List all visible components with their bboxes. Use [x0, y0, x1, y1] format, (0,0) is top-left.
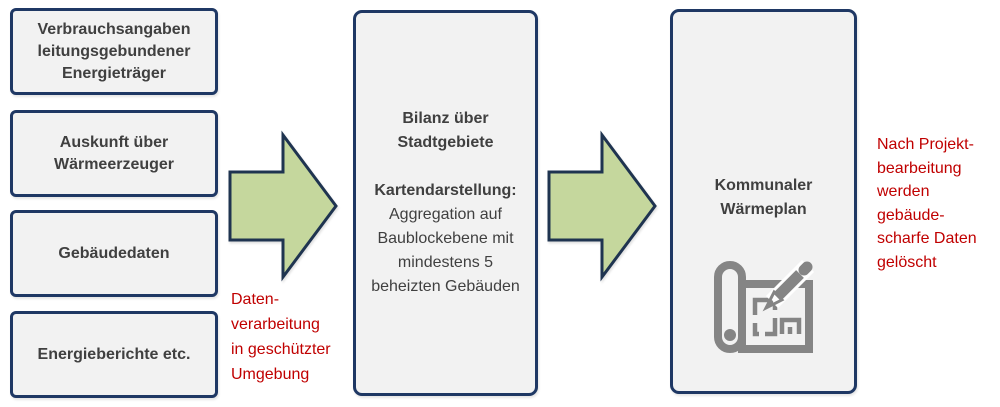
blueprint-pencil-icon [713, 260, 814, 353]
input-box-label: Energieberichte etc. [37, 345, 191, 363]
input-box-label: Verbrauchsangaben leitungsgebundener Ene… [37, 20, 191, 82]
deletion-note: Nach Projekt- bearbeitung werden gebäude… [877, 136, 977, 271]
process-panel-title: Bilanz über Stadtgebiete [397, 110, 494, 151]
input-box-label: Auskunft über Wärmeerzeuger [53, 133, 175, 173]
input-box-energieberichte: Energieberichte etc. [10, 311, 218, 398]
flow-right-arrow-icon [228, 130, 338, 282]
input-box-waermeerzeuger: Auskunft über Wärmeerzeuger [10, 110, 218, 197]
input-box-verbrauchsangaben: Verbrauchsangaben leitungsgebundener Ene… [10, 8, 218, 95]
process-panel: Bilanz über Stadtgebiete Kartendarstellu… [353, 10, 538, 396]
input-box-gebaeudedaten: Gebäudedaten [10, 210, 218, 297]
map-display-heading: Kartendarstellung: [374, 182, 517, 199]
output-panel: Kommunaler Wärmeplan [670, 9, 857, 394]
input-box-label: Gebäudedaten [58, 244, 170, 262]
processing-note: Daten- verarbeitung in geschützter Umgeb… [231, 291, 331, 383]
output-panel-title: Kommunaler Wärmeplan [714, 177, 813, 218]
flow-right-arrow-icon [547, 130, 657, 282]
map-display-body: Aggregation auf Baublockebene mit mindes… [371, 206, 520, 295]
